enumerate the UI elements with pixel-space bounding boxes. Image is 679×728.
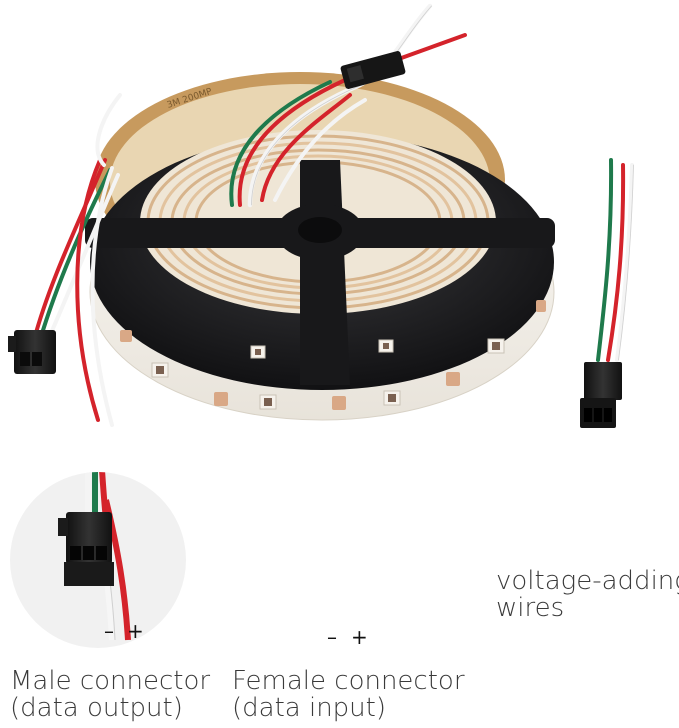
female-caption-line2: (data input) xyxy=(232,693,386,724)
male-plus-mark: + xyxy=(127,619,144,643)
led-chips xyxy=(151,338,505,410)
female-connector-right xyxy=(580,362,622,428)
male-caption-line2: (data output) xyxy=(10,693,183,724)
male-minus-mark: – xyxy=(104,619,114,643)
reel-hub xyxy=(298,217,342,243)
female-minus-mark: – xyxy=(327,625,337,649)
wires-caption-line1: voltage-adding xyxy=(496,566,679,596)
male-caption-line1: Male connector xyxy=(10,666,211,696)
female-caption-line1: Female connector xyxy=(232,666,465,696)
wires-caption-line2: wires xyxy=(496,593,565,624)
reel-top-connector xyxy=(340,51,406,89)
male-connector-top xyxy=(8,330,56,374)
female-connector-caption: Female connector (data input) xyxy=(232,666,465,724)
female-plus-mark: + xyxy=(351,625,368,649)
led-strip-reel: 3M 200MP xyxy=(85,72,555,421)
male-connector-caption: Male connector (data output) xyxy=(10,666,211,724)
right-pigtail-wires xyxy=(596,158,634,362)
male-connector-detail xyxy=(10,472,186,648)
copper-pads xyxy=(120,300,546,410)
voltage-wires-caption: voltage-adding wires xyxy=(496,566,679,624)
left-lead-wires xyxy=(32,93,122,427)
